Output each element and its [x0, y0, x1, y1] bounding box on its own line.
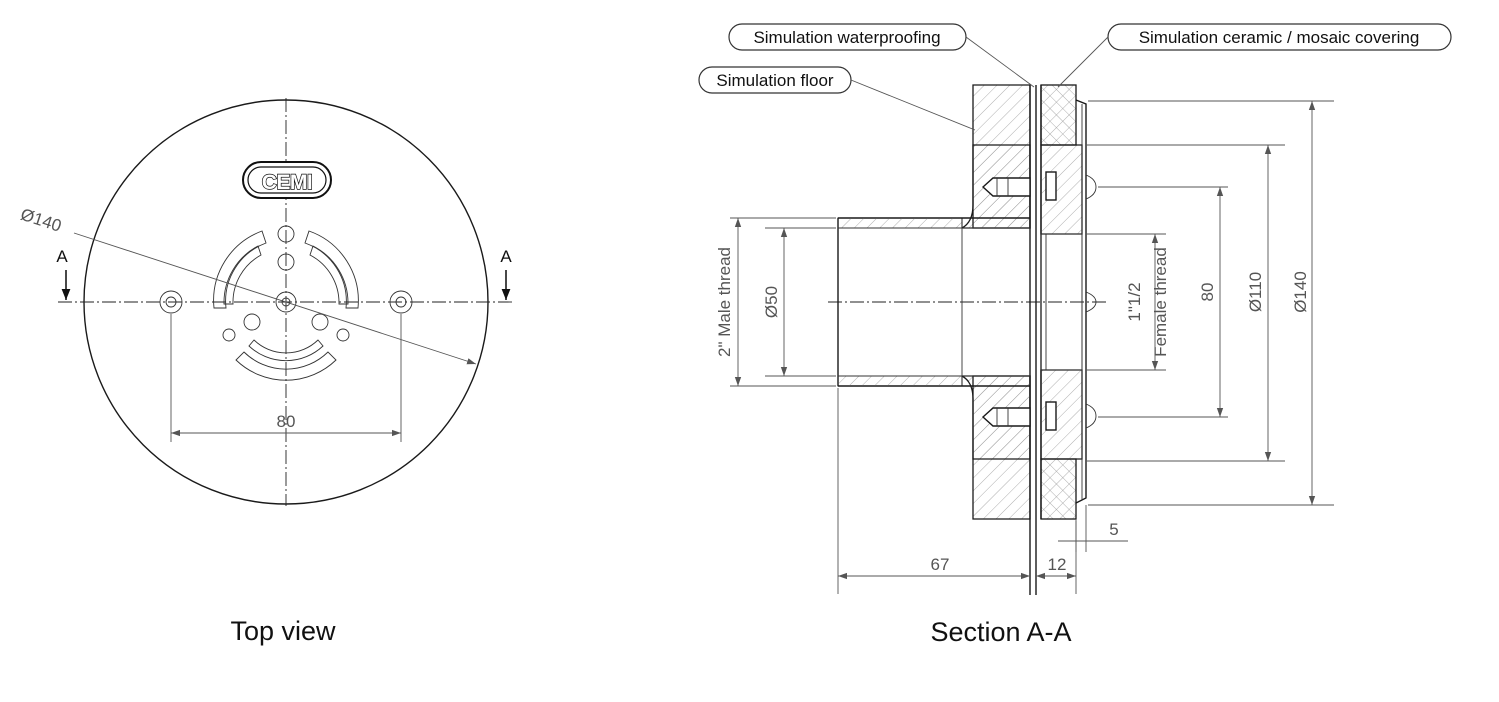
dim-110-label: Ø110: [1246, 272, 1265, 312]
cemi-logo: CEMI: [242, 161, 332, 199]
dim-female-thread-label: Female thread: [1151, 247, 1170, 357]
top-view-caption: Top view: [230, 616, 336, 646]
dim-5-label: 5: [1109, 520, 1118, 539]
callout-waterproofing-text: Simulation waterproofing: [753, 28, 940, 47]
logo-text: CEMI: [262, 171, 313, 194]
section-view-caption: Section A-A: [930, 617, 1071, 647]
dim-80-vertical-label: 80: [1198, 283, 1217, 302]
dim-80-label: 80: [277, 412, 296, 431]
dim-67-label: 67: [931, 555, 950, 574]
grate-pattern: [213, 225, 359, 381]
section-mark-left: A: [56, 247, 68, 266]
screw-top: [981, 171, 1057, 201]
ceramic-block-bottom: [1040, 458, 1077, 520]
dim-male-thread-label: 2" Male thread: [715, 247, 734, 357]
screw-bottom: [981, 401, 1057, 431]
dia-140-leader: [73, 232, 477, 365]
section-view: Simulation waterproofing Simulation cera…: [698, 23, 1452, 647]
grate-plate: [1075, 99, 1087, 504]
dim-140-label: Ø140: [1291, 271, 1310, 313]
dim-50-label: Ø50: [762, 286, 781, 318]
dim-female-thread-size: 1"1/2: [1125, 282, 1144, 321]
callout-ceramic: Simulation ceramic / mosaic covering: [1057, 23, 1452, 88]
female-thread-zone: [1040, 233, 1083, 371]
screw-hole-left: [159, 290, 183, 314]
top-view: CEMI A A: [18, 98, 515, 646]
callout-ceramic-text: Simulation ceramic / mosaic covering: [1139, 28, 1420, 47]
callout-floor: Simulation floor: [698, 66, 976, 131]
ceramic-block-top: [1040, 84, 1077, 146]
callout-waterproofing: Simulation waterproofing: [728, 23, 1035, 88]
callout-floor-text: Simulation floor: [716, 71, 834, 90]
screw-hole-right: [389, 290, 413, 314]
section-mark-right: A: [500, 247, 512, 266]
dim-12-label: 12: [1048, 555, 1067, 574]
dia-140-label: Ø140: [18, 205, 63, 236]
